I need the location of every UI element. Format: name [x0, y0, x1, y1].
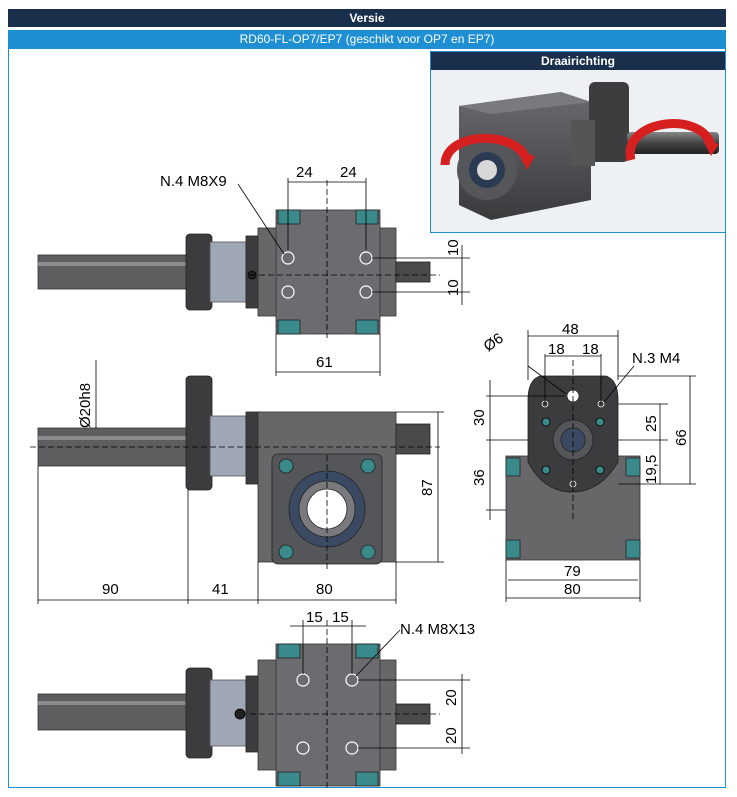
top-dim-w1: 24 — [296, 164, 313, 181]
front-dim-height: 87 — [419, 479, 436, 496]
side-dim-t2: 18 — [582, 341, 599, 358]
arrow-head-right — [703, 140, 719, 156]
rotation-panel-title: Draairichting — [431, 52, 725, 70]
bottom-dim-h2: 20 — [443, 727, 460, 744]
bottom-dim-w2: 15 — [332, 609, 349, 626]
bottom-dim-w1: 15 — [306, 609, 323, 626]
side-dim-w80: 80 — [564, 581, 581, 598]
coupling-render — [571, 120, 595, 166]
front-view — [30, 360, 444, 604]
top-dim-h2: 10 — [445, 279, 462, 296]
drawing-lines — [30, 178, 696, 790]
gearbox-top-face — [459, 92, 591, 114]
top-dim-w2: 24 — [340, 164, 357, 181]
top-callout: N.4 M8X9 — [160, 173, 227, 190]
rotation-arrow-left — [440, 133, 532, 166]
side-dim-top: 48 — [562, 321, 579, 338]
side-dim-v25: 25 — [643, 415, 660, 432]
side-dim-t1: 18 — [548, 341, 565, 358]
side-dim-v30: 30 — [471, 409, 488, 426]
front-dim-d3: 80 — [316, 581, 333, 598]
side-dim-v66: 66 — [673, 429, 690, 446]
front-dim-d1: 90 — [102, 581, 119, 598]
top-view — [37, 178, 470, 376]
rotation-panel: Draairichting — [430, 51, 726, 233]
version-header: Versie — [8, 9, 726, 27]
side-callout: N.3 M4 — [632, 350, 680, 367]
shaft-render — [627, 132, 719, 154]
arrow-head-left — [519, 152, 535, 170]
flange-render — [589, 82, 629, 162]
front-shaft-diameter: Ø20h8 — [77, 383, 94, 428]
rotation-arrow-right — [625, 119, 716, 162]
side-dim-v36: 36 — [471, 469, 488, 486]
side-dim-w79: 79 — [564, 563, 581, 580]
top-dim-width: 61 — [316, 354, 333, 371]
top-dim-h1: 10 — [445, 239, 462, 256]
rotation-render — [440, 82, 719, 220]
drawing-frame — [8, 49, 726, 788]
bottom-view — [37, 620, 470, 790]
bottom-callout: N.4 M8X13 — [400, 621, 475, 638]
hub-bore-render — [477, 160, 497, 180]
model-header: RD60-FL-OP7/EP7 (geschikt voor OP7 en EP… — [8, 30, 726, 49]
side-hole-diameter: Ø6 — [481, 330, 507, 355]
front-dim-d2: 41 — [212, 581, 229, 598]
side-view — [486, 330, 696, 602]
side-dim-v19-5: 19,5 — [643, 455, 660, 484]
bottom-dim-h1: 20 — [443, 689, 460, 706]
